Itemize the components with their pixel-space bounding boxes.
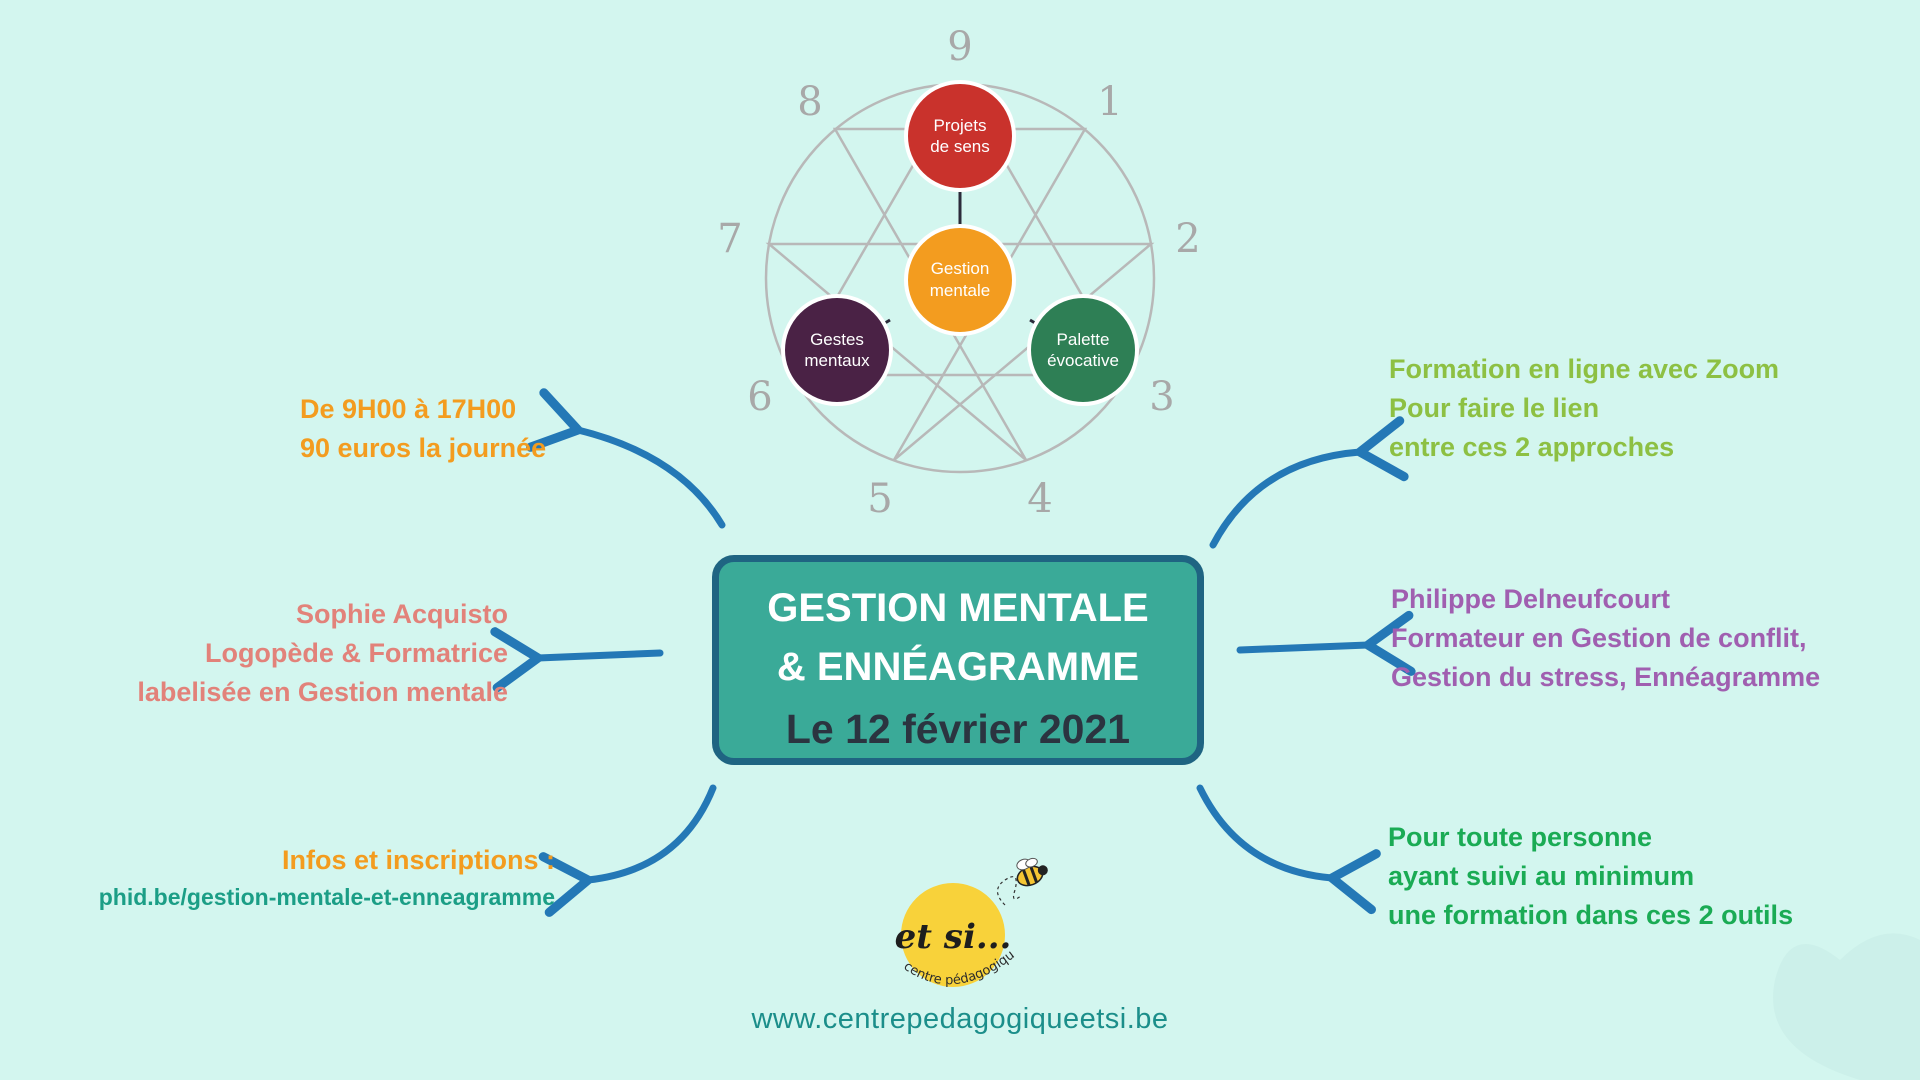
- audience-line-3: une formation dans ces 2 outils: [1388, 900, 1794, 930]
- arrow-bottom-right: [1196, 784, 1381, 915]
- node-left-circle: [781, 294, 893, 406]
- enneagram-number-1: 1: [1097, 79, 1122, 125]
- trainer-left-label: labelisée en Gestion mentale: [137, 677, 508, 707]
- enneagram-number-6: 6: [747, 374, 772, 420]
- trainer-left-role: Logopède & Formatrice: [204, 638, 508, 668]
- format-line-2: Pour faire le lien: [1389, 393, 1600, 423]
- trainer-right-line-2: Formateur en Gestion de conflit,: [1391, 623, 1807, 653]
- node-palette-evocative: Palette évocative: [1027, 294, 1139, 406]
- node-top-label-1: Projets: [934, 116, 987, 135]
- enneagram-hexad: [765, 127, 1155, 461]
- enneagram-number-5: 5: [867, 476, 892, 522]
- arrow-middle-left: [490, 627, 664, 693]
- logo-circle: [901, 883, 1005, 987]
- title-line-2: & ENNÉAGRAMME: [776, 645, 1140, 689]
- trainer-right-line-3: Gestion du stress, Ennéagramme: [1391, 662, 1821, 692]
- enneagram-number-2: 2: [1175, 216, 1200, 262]
- trainer-left-block: Sophie Acquisto Logopède & Formatrice la…: [137, 595, 508, 712]
- enneagram-triangle: [789, 81, 1131, 377]
- website-link[interactable]: www.centrepedagogiqueetsi.be: [751, 1003, 1169, 1035]
- format-line-3: entre ces 2 approches: [1389, 432, 1675, 462]
- enneagram-figure: 9 1 2 3 4 5 6 7 8: [717, 24, 1200, 522]
- node-gestes-mentaux: Gestes mentaux: [781, 294, 893, 406]
- node-left-label-2: mentaux: [804, 351, 870, 370]
- node-center-label-2: mentale: [930, 281, 990, 300]
- trainer-left-name: Sophie Acquisto: [295, 599, 508, 629]
- arrow-bottom-left: [538, 784, 717, 917]
- title-line-1: GESTION MENTALE: [767, 586, 1149, 630]
- schedule-hours: De 9H00 à 17H00: [300, 394, 517, 424]
- arrow-top-right: [1209, 416, 1409, 549]
- audience-line-1: Pour toute personne: [1388, 822, 1653, 852]
- audience-line-2: ayant suivi au minimum: [1388, 861, 1695, 891]
- arrow-middle-right: [1236, 610, 1416, 676]
- node-right-label-2: évocative: [1047, 351, 1119, 370]
- format-line-1: Formation en ligne avec Zoom: [1389, 354, 1780, 384]
- node-center-circle: [904, 224, 1016, 336]
- enneagram-number-8: 8: [797, 79, 822, 125]
- arrows: [490, 388, 1416, 917]
- node-left-label-1: Gestes: [810, 330, 864, 349]
- node-projets-de-sens: Projets de sens: [904, 80, 1016, 192]
- node-center-label-1: Gestion: [931, 259, 990, 278]
- enneagram-number-7: 7: [717, 216, 742, 262]
- audience-block: Pour toute personne ayant suivi au minim…: [1388, 818, 1793, 935]
- enneagram-number-9: 9: [947, 24, 972, 70]
- trainer-right-block: Philippe Delneufcourt Formateur en Gesti…: [1391, 580, 1820, 697]
- node-gestion-mentale: Gestion mentale: [904, 224, 1016, 336]
- node-right-circle: [1027, 294, 1139, 406]
- schedule-price: 90 euros la journée: [300, 433, 547, 463]
- format-block: Formation en ligne avec Zoom Pour faire …: [1389, 350, 1779, 467]
- bee-trail: [996, 876, 1023, 906]
- arrow-top-left: [525, 388, 726, 529]
- info-link[interactable]: phid.be/gestion-mentale-et-enneagramme: [98, 884, 555, 910]
- node-top-circle: [904, 80, 1016, 192]
- title-box: GESTION MENTALE & ENNÉAGRAMME Le 12 févr…: [712, 555, 1204, 765]
- trainer-right-name: Philippe Delneufcourt: [1391, 584, 1671, 614]
- event-date: Le 12 février 2021: [785, 706, 1131, 752]
- bee-icon: [1016, 857, 1048, 887]
- info-block: Infos et inscriptions : phid.be/gestion-…: [99, 841, 555, 914]
- enneagram-number-4: 4: [1027, 476, 1052, 522]
- logo-main-text: et si...: [895, 917, 1012, 957]
- node-top-label-2: de sens: [930, 137, 990, 156]
- schedule-block: De 9H00 à 17H00 90 euros la journée: [300, 390, 546, 468]
- info-heading: Infos et inscriptions :: [281, 845, 555, 875]
- enneagram-number-3: 3: [1149, 374, 1174, 420]
- node-right-label-1: Palette: [1057, 330, 1110, 349]
- decorative-heart-icon: [1773, 933, 1920, 1080]
